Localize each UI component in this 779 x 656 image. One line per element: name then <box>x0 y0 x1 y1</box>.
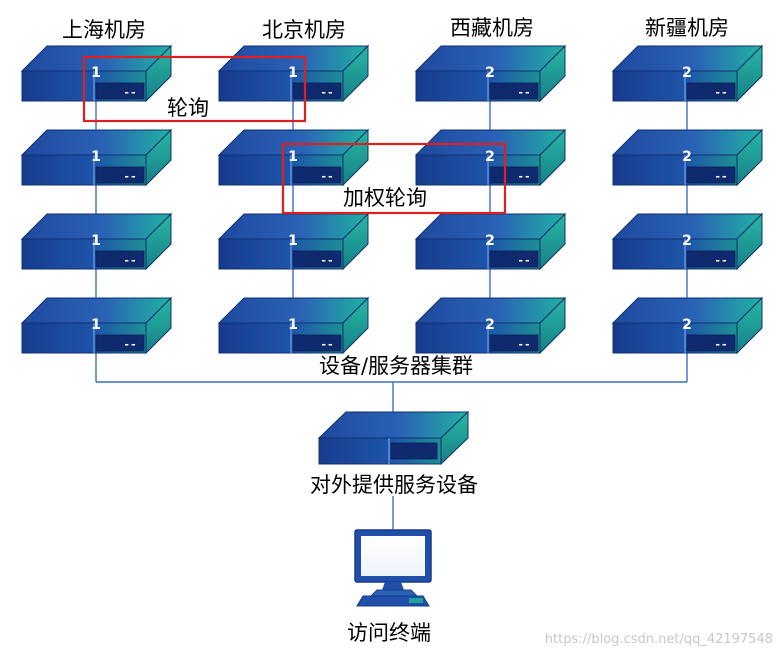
server-device-xinjiang-2: 2 -- <box>611 128 764 187</box>
watermark: https://blog.csdn.net/qq_42197548 <box>545 632 773 647</box>
device-port-label: -- <box>517 170 530 183</box>
device-port-label: -- <box>714 254 727 267</box>
server-device-beijing-1: 1 -- <box>217 44 370 103</box>
server-device-xinjiang-3: 2 -- <box>611 212 764 271</box>
datacenter-label-xinjiang: 新疆机房 <box>645 16 729 40</box>
device-weight-label: 1 <box>91 233 101 249</box>
cluster-label: 设备/服务器集群 <box>319 354 473 378</box>
gateway-device <box>317 410 470 466</box>
server-device-tibet-4: 2 -- <box>414 296 567 355</box>
device-weight-label: 1 <box>91 149 101 165</box>
connector-lines <box>95 98 688 530</box>
server-device-tibet-3: 2 -- <box>414 212 567 271</box>
device-port-label: -- <box>123 86 136 99</box>
device-weight-label: 1 <box>288 65 298 81</box>
server-device-beijing-4: 1 -- <box>217 296 370 355</box>
device-weight-label: 1 <box>288 149 298 165</box>
server-device-xinjiang-1: 2 -- <box>611 44 764 103</box>
server-device-xinjiang-4: 2 -- <box>611 296 764 355</box>
device-port-label: -- <box>320 86 333 99</box>
device-weight-label: 2 <box>485 65 495 81</box>
device-port-label: -- <box>517 254 530 267</box>
device-port-label: -- <box>714 170 727 183</box>
device-port-label: -- <box>320 254 333 267</box>
device-weight-label: 1 <box>91 317 101 333</box>
device-weight-label: 2 <box>682 65 692 81</box>
device-weight-label: 1 <box>288 233 298 249</box>
device-weight-label: 1 <box>288 317 298 333</box>
device-weight-label: 1 <box>91 65 101 81</box>
device-port-label: -- <box>714 86 727 99</box>
round-robin-label: 轮询 <box>167 96 209 120</box>
server-device-shanghai-2: 1 -- <box>20 128 173 187</box>
server-cluster: 1--1--1--1--1--1--1--1--2--2--2--2--2--2… <box>20 44 764 355</box>
datacenter-label-beijing: 北京机房 <box>262 18 346 42</box>
server-device-beijing-2: 1 -- <box>217 128 370 187</box>
server-device-tibet-1: 2 -- <box>414 44 567 103</box>
server-device-tibet-2: 2 -- <box>414 128 567 187</box>
round-robin-highlight <box>82 55 307 123</box>
server-device-shanghai-3: 1 -- <box>20 212 173 271</box>
device-weight-label: 2 <box>485 233 495 249</box>
device-port-label: -- <box>320 170 333 183</box>
weighted-round-robin-label: 加权轮询 <box>343 186 427 210</box>
device-port-label: -- <box>714 338 727 351</box>
datacenter-labels: 上海机房 北京机房 西藏机房 新疆机房 <box>62 16 729 42</box>
weighted-round-robin-highlight <box>281 142 507 215</box>
server-device-shanghai-1: 1 -- <box>20 44 173 103</box>
device-port-label: -- <box>123 338 136 351</box>
device-weight-label: 2 <box>682 233 692 249</box>
device-port-label: -- <box>517 338 530 351</box>
device-weight-label: 2 <box>485 149 495 165</box>
datacenter-label-tibet: 西藏机房 <box>450 16 534 40</box>
device-port-label: -- <box>320 338 333 351</box>
computer-terminal-icon <box>354 529 432 607</box>
device-port-label: -- <box>517 86 530 99</box>
server-device-beijing-3: 1 -- <box>217 212 370 271</box>
device-weight-label: 2 <box>682 317 692 333</box>
gateway-label: 对外提供服务设备 <box>310 473 478 497</box>
server-device-shanghai-4: 1 -- <box>20 296 173 355</box>
device-weight-label: 2 <box>682 149 692 165</box>
device-weight-label: 2 <box>485 317 495 333</box>
device-port-label: -- <box>123 170 136 183</box>
datacenter-label-shanghai: 上海机房 <box>62 18 146 42</box>
terminal-label: 访问终端 <box>347 621 431 645</box>
device-port-label: -- <box>123 254 136 267</box>
